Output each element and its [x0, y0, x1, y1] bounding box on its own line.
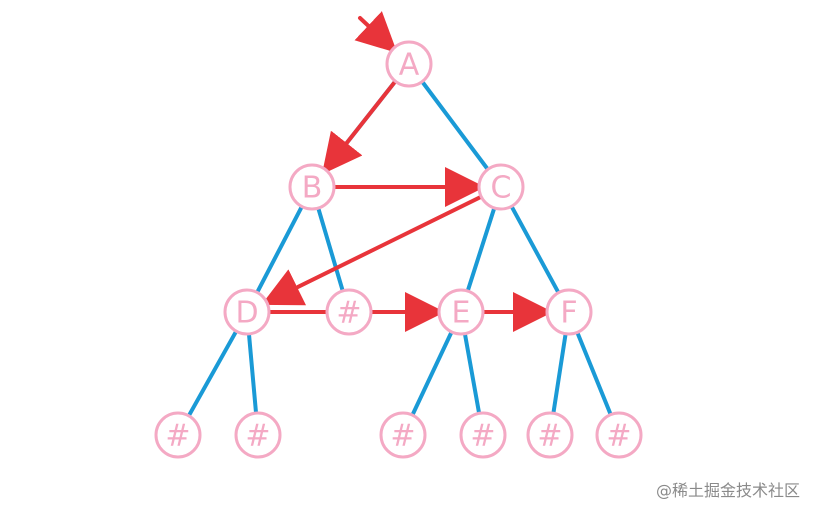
null-node-N7: # — [595, 411, 643, 459]
null-node-N3: # — [234, 411, 282, 459]
node-label: # — [245, 419, 270, 454]
edge-D-N2 — [186, 329, 239, 418]
edge-F-N6 — [551, 331, 568, 416]
node-label: # — [537, 419, 562, 454]
node-label: # — [165, 419, 190, 454]
edge-D-N3 — [246, 331, 259, 416]
null-node-N6: # — [526, 411, 574, 459]
node-label: E — [452, 296, 471, 331]
traversal-arrow-START-A — [354, 11, 398, 54]
node-circle — [437, 288, 485, 336]
null-node-N2: # — [154, 411, 202, 459]
node-label: A — [399, 48, 420, 83]
node-label: D — [235, 296, 258, 331]
node-label: B — [302, 171, 323, 206]
null-node-N4: # — [379, 411, 427, 459]
node-label: # — [390, 419, 415, 454]
watermark: @稀土掘金技术社区 — [655, 481, 800, 500]
node-circle — [545, 288, 593, 336]
tree-nodes: A B C D # E F # # # # # # — [154, 40, 643, 459]
node-label: # — [470, 419, 495, 454]
edge-C-F — [509, 204, 561, 295]
node-circle — [325, 288, 373, 336]
edge-B-N1 — [316, 206, 345, 293]
edge-A-C — [420, 79, 490, 172]
edge-F-N7 — [575, 330, 613, 417]
node-circle — [223, 288, 271, 336]
node-circle — [234, 411, 282, 459]
edge-E-N4 — [410, 329, 454, 418]
node-circle — [595, 411, 643, 459]
node-circle — [459, 411, 507, 459]
node-D: D — [223, 288, 271, 336]
node-C: C — [477, 163, 525, 211]
node-F: F — [545, 288, 593, 336]
node-circle — [385, 40, 433, 88]
node-label: # — [336, 296, 361, 331]
tree-edges — [186, 79, 613, 418]
node-circle — [379, 411, 427, 459]
node-circle — [526, 411, 574, 459]
node-label: # — [606, 419, 631, 454]
node-circle — [154, 411, 202, 459]
null-node-N1: # — [325, 288, 373, 336]
traversal-arrow-C-D — [261, 192, 489, 306]
edge-C-E — [465, 205, 497, 294]
edge-B-D — [255, 204, 304, 295]
node-label: F — [560, 296, 577, 331]
node-circle — [288, 163, 336, 211]
node-label: C — [491, 171, 512, 206]
null-node-N5: # — [459, 411, 507, 459]
node-A: A — [385, 40, 433, 88]
node-E: E — [437, 288, 485, 336]
edge-E-N5 — [462, 331, 482, 416]
traversal-arrow-A-B — [321, 74, 402, 175]
node-B: B — [288, 163, 336, 211]
node-circle — [477, 163, 525, 211]
